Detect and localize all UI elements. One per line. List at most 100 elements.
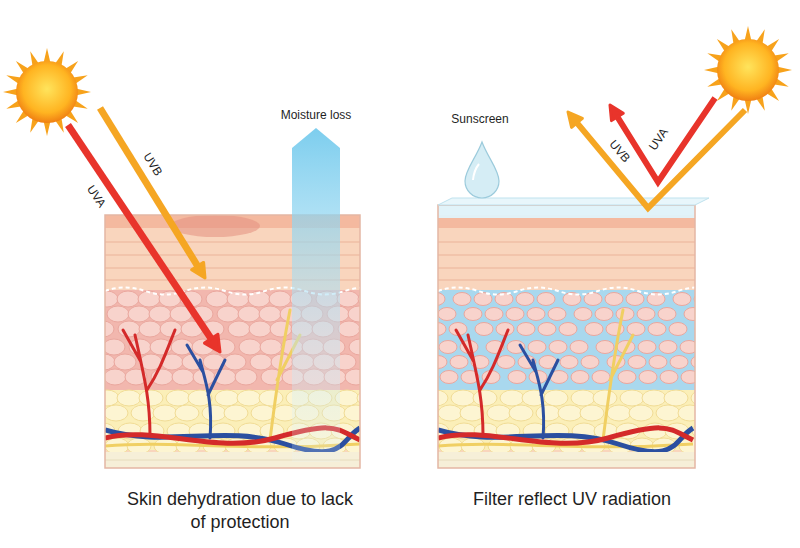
cell — [239, 339, 261, 355]
skin-outline — [438, 205, 695, 468]
cell — [105, 291, 118, 307]
cell — [584, 293, 602, 306]
cell — [607, 405, 631, 421]
cell — [224, 354, 246, 370]
uva-arrow — [610, 98, 715, 182]
cell — [593, 390, 617, 406]
cell — [570, 341, 588, 354]
sunscreen-film — [438, 198, 709, 205]
uvb-arrow — [568, 110, 745, 208]
cell — [638, 341, 656, 354]
cell — [344, 405, 360, 421]
cell — [509, 405, 533, 421]
cell — [648, 323, 666, 336]
cell — [629, 405, 653, 421]
cell — [228, 321, 250, 337]
cell — [464, 308, 482, 321]
cell — [260, 339, 282, 355]
cell — [605, 293, 623, 306]
cell — [536, 405, 560, 421]
cell — [538, 323, 556, 336]
cell — [639, 371, 657, 384]
cell — [628, 356, 646, 369]
cell — [438, 405, 462, 421]
cell — [105, 369, 126, 385]
cell — [206, 291, 228, 307]
cell — [571, 371, 589, 384]
cell — [500, 390, 524, 406]
uv-label: UVB — [606, 138, 632, 165]
drop-shine — [473, 164, 479, 180]
cell — [438, 308, 456, 321]
uv-label: UVA — [647, 126, 671, 153]
cell — [660, 371, 678, 384]
cell — [517, 323, 535, 336]
cell — [153, 405, 177, 421]
cell — [485, 308, 503, 321]
cell — [581, 356, 599, 369]
cell — [649, 356, 667, 369]
cell — [681, 371, 695, 384]
cell — [238, 306, 260, 322]
panel-caption: Skin dehydration due to lack of protecti… — [125, 488, 355, 535]
cell — [348, 306, 360, 322]
cell — [473, 390, 497, 406]
sun-ray — [44, 48, 51, 62]
product-label: Sunscreen — [451, 113, 508, 126]
cell — [558, 405, 582, 421]
cell — [139, 321, 161, 337]
cell — [592, 371, 610, 384]
cell — [128, 306, 150, 322]
cell — [160, 321, 182, 337]
sun-rays — [3, 48, 91, 136]
cell — [580, 405, 604, 421]
cell — [345, 369, 360, 385]
cell — [680, 341, 695, 354]
cell — [637, 308, 655, 321]
cell — [537, 293, 555, 306]
cell — [166, 390, 190, 406]
cell — [544, 390, 568, 406]
uva-arrow — [68, 125, 220, 352]
cell — [549, 341, 567, 354]
cell — [548, 308, 566, 321]
cell — [438, 356, 447, 369]
cell — [249, 321, 271, 337]
cell — [571, 390, 595, 406]
cell — [678, 405, 695, 421]
sun-ray — [745, 26, 752, 40]
arrow-label: Moisture loss — [281, 109, 352, 122]
cell — [560, 356, 578, 369]
sun — [717, 39, 779, 101]
cell — [117, 390, 141, 406]
cell — [105, 405, 128, 421]
panel-caption: Filter reflect UV radiation — [457, 488, 687, 511]
cell — [475, 323, 493, 336]
cell — [508, 371, 526, 384]
cell — [574, 308, 592, 321]
cell — [596, 341, 614, 354]
sun — [16, 61, 78, 123]
cell — [439, 341, 457, 354]
cell — [595, 308, 613, 321]
cell — [495, 293, 513, 306]
sun-ray — [704, 67, 718, 74]
cell — [131, 405, 155, 421]
cell — [338, 321, 360, 337]
cell — [669, 323, 687, 336]
uv-label: UVA — [84, 183, 108, 210]
cell — [659, 341, 677, 354]
cell — [172, 369, 194, 385]
cell — [620, 390, 644, 406]
cell — [438, 293, 445, 306]
cell — [450, 356, 468, 369]
cell — [349, 339, 360, 355]
cell — [506, 308, 524, 321]
sunscreen-drop — [465, 142, 499, 198]
sun-ray — [77, 89, 91, 96]
sun-ray — [3, 89, 17, 96]
cell — [438, 390, 448, 406]
sun-ray — [44, 122, 51, 136]
